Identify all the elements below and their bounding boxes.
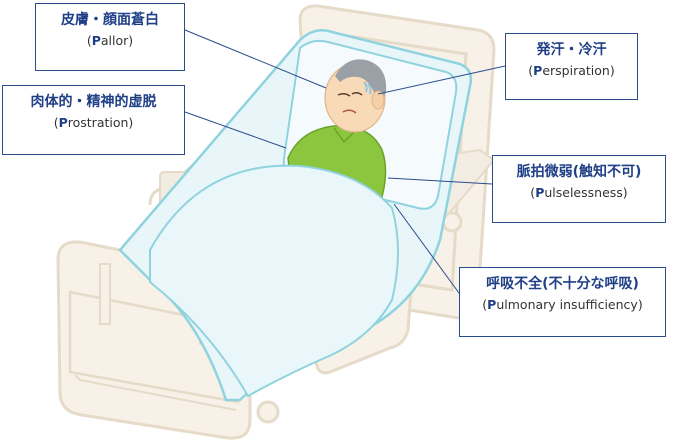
- callout-perspiration: 発汗・冷汗 (Perspiration): [505, 33, 638, 100]
- callout-pulselessness-jp: 脈拍微弱(触知不可): [516, 164, 642, 180]
- blanket: [149, 164, 399, 398]
- callout-pulselessness-rest: ulselessness: [544, 184, 623, 200]
- callout-pulselessness-lead: P: [535, 184, 545, 200]
- callout-pallor-lead: P: [91, 32, 101, 48]
- callout-prostration: 肉体的・精神的虚脱 (Prostration): [2, 85, 185, 155]
- callout-prostration-rest: rostration: [67, 114, 129, 130]
- callout-perspiration-lead: P: [533, 62, 543, 78]
- callout-pulmonary-en: (Pulmonary insufficiency): [482, 296, 643, 312]
- callout-pulmonary-rest: ulmonary insufficiency: [496, 296, 638, 312]
- callout-pulmonary-jp: 呼吸不全(不十分な呼吸): [486, 276, 639, 292]
- callout-prostration-jp: 肉体的・精神的虚脱: [30, 94, 157, 110]
- callout-pallor: 皮膚・顔面蒼白 (Pallor): [35, 3, 185, 71]
- callout-pallor-rest: allor: [100, 32, 129, 48]
- callout-perspiration-rest: erspiration: [542, 62, 610, 78]
- callout-perspiration-jp: 発汗・冷汗: [536, 42, 607, 58]
- callout-pulselessness: 脈拍微弱(触知不可) (Pulselessness): [492, 155, 666, 223]
- callout-perspiration-en: (Perspiration): [528, 62, 615, 78]
- callout-prostration-lead: P: [58, 114, 68, 130]
- callout-pallor-en: (Pallor): [86, 32, 134, 48]
- callout-pulmonary-insufficiency: 呼吸不全(不十分な呼吸) (Pulmonary insufficiency): [459, 267, 666, 337]
- callout-pulmonary-lead: P: [487, 296, 497, 312]
- callout-prostration-en: (Prostration): [53, 114, 134, 130]
- callout-pulselessness-en: (Pulselessness): [530, 184, 628, 200]
- leader-lines: [184, 29, 506, 294]
- callout-pallor-jp: 皮膚・顔面蒼白: [61, 12, 159, 28]
